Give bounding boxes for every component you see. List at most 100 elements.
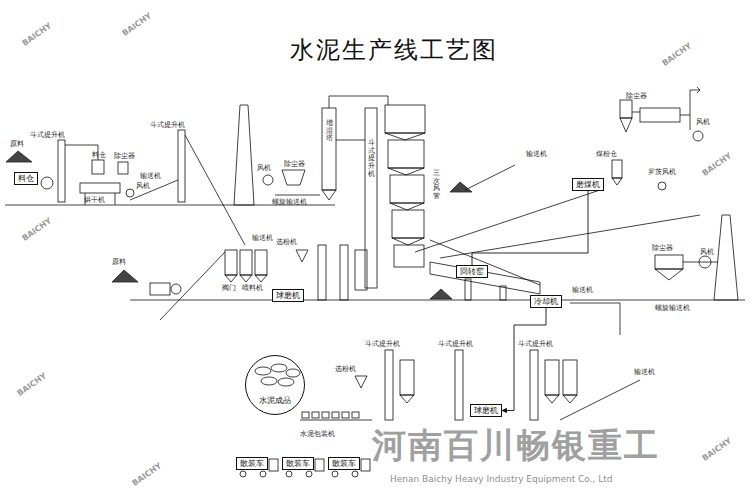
humidifier-tower <box>322 108 336 190</box>
silo <box>355 250 367 290</box>
bucket-elevator <box>455 350 463 420</box>
cement-bag <box>255 367 271 375</box>
conveyor <box>300 420 372 421</box>
conveyor <box>465 165 515 190</box>
silo <box>563 360 577 395</box>
bulk-truck: 散装车 <box>328 457 360 470</box>
conveyor <box>275 195 320 196</box>
cement-bag <box>322 412 329 418</box>
cement-bag <box>312 412 319 418</box>
conveyor <box>65 135 700 420</box>
brand-watermark: BAICHY <box>15 371 48 398</box>
equipment-label: 烘干机 <box>84 196 105 204</box>
company-watermark: 河南百川畅银重工 <box>372 426 660 465</box>
equipment-label: 风机 <box>136 182 150 190</box>
equipment-label: 输送机 <box>634 368 655 376</box>
conveyor <box>440 215 700 258</box>
cement-bag <box>332 412 339 418</box>
bucket-elevator <box>385 350 393 420</box>
ball-mill: 球磨机 <box>470 404 502 417</box>
bucket-elevator <box>58 140 65 202</box>
pipe <box>430 240 540 285</box>
diagram-title: 水泥生产线工艺图 <box>290 34 498 66</box>
preheater <box>394 245 424 267</box>
conveyor <box>160 252 225 320</box>
preheater <box>392 210 424 238</box>
cement-bag <box>342 412 349 418</box>
pipe <box>336 140 365 141</box>
preheater <box>385 133 425 140</box>
material-pile <box>6 151 32 162</box>
fan <box>658 182 666 190</box>
equipment-label: 选粉机 <box>276 238 297 246</box>
silo <box>545 395 559 403</box>
pipe <box>329 96 388 108</box>
dust-collector <box>620 100 632 118</box>
equipment-label: 输送机 <box>572 286 593 294</box>
equipment-label: 斗式提升机 <box>518 340 553 348</box>
equipment-label: 输送机 <box>140 172 161 180</box>
dryer <box>80 183 120 205</box>
conveyor <box>560 380 640 420</box>
equipment-label: 风机 <box>696 118 710 126</box>
dust-collector <box>118 100 683 280</box>
equipment-label: 输送机 <box>252 234 273 242</box>
node-text: 散装车 <box>240 459 264 468</box>
equipment-label: 水泥包装机 <box>300 430 335 438</box>
dryer <box>80 183 120 193</box>
ground-line <box>130 300 745 301</box>
dust-collector <box>655 269 683 280</box>
dust-collector <box>620 118 632 132</box>
node-text: 磨煤机 <box>576 180 600 189</box>
silo <box>92 160 622 403</box>
silo <box>240 275 252 282</box>
dust-collector <box>640 108 680 122</box>
crusher <box>150 283 170 295</box>
truck <box>269 459 278 471</box>
fan <box>693 131 703 141</box>
vertical-label: 增湿塔 <box>326 120 333 143</box>
truck <box>286 471 292 477</box>
node-text: 水泥成品 <box>258 396 292 406</box>
brand-watermark: BAICHY <box>660 41 693 68</box>
truck <box>332 471 338 477</box>
ball-mill: 球磨机 <box>272 289 304 302</box>
cement-bag <box>255 364 359 418</box>
rotary-kiln <box>430 262 540 300</box>
dust-collector <box>655 255 683 269</box>
cement-bag <box>302 412 309 418</box>
brand-watermark: BAICHY <box>700 436 733 463</box>
bulk-truck: 散装车 <box>236 457 268 470</box>
equipment-label: 喂料机 <box>242 284 263 292</box>
humidifier-tower <box>322 190 336 200</box>
preheater <box>385 105 425 133</box>
separator <box>355 376 367 388</box>
node-text: 散装车 <box>332 459 356 468</box>
node-text: 回转窑 <box>460 267 484 276</box>
silo <box>92 160 104 174</box>
silo <box>400 360 414 395</box>
conveyor <box>415 190 600 252</box>
crusher <box>171 284 181 294</box>
truck <box>260 471 266 477</box>
pipe <box>632 112 640 113</box>
material-pile <box>6 151 472 299</box>
pipe <box>329 96 718 285</box>
conveyor <box>185 135 245 245</box>
bucket-elevator <box>530 350 538 420</box>
truck <box>240 471 246 477</box>
connector <box>502 308 546 411</box>
equipment-label: 斗式提升机 <box>30 131 65 139</box>
chimney <box>234 87 738 300</box>
vertical-label: 三次风管 <box>433 170 440 201</box>
fan <box>263 175 273 185</box>
silo <box>545 360 559 395</box>
chimney <box>714 215 738 300</box>
cement-bag <box>261 377 277 385</box>
equipment-label: 阀门 <box>222 284 236 292</box>
equipment-label: 原料 <box>10 140 24 148</box>
cement-bag <box>286 369 300 377</box>
brand-watermark: BAICHY <box>20 21 53 48</box>
material-pile <box>112 270 138 282</box>
